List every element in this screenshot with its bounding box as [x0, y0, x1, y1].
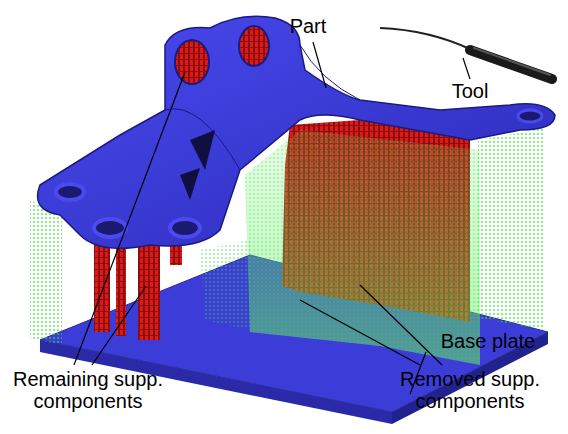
remaining-supports-label: Remaining supp. components [9, 368, 167, 412]
part-label: Part [268, 15, 348, 37]
base-plate-label: Base plate [423, 330, 553, 352]
tool-illustration [380, 28, 552, 79]
tool-label: Tool [430, 80, 510, 102]
removed-supports-label: Removed supp. components [391, 368, 549, 412]
leader-line [74, 42, 470, 394]
part-body [38, 16, 556, 248]
